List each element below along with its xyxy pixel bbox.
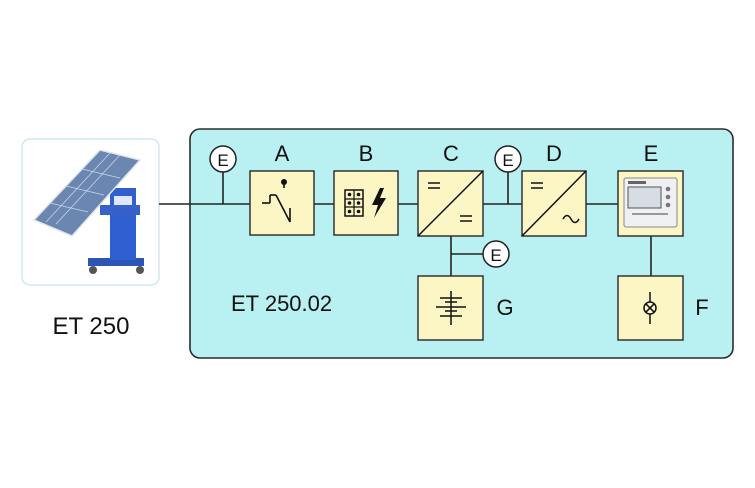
svg-text:E: E bbox=[217, 151, 228, 170]
lamp-icon bbox=[643, 292, 657, 324]
block-label-e: E bbox=[644, 141, 659, 166]
dc-dc-converter-icon bbox=[417, 170, 484, 237]
block-g bbox=[417, 275, 484, 341]
block-e bbox=[617, 170, 684, 237]
svg-text:E: E bbox=[490, 246, 501, 265]
wiring bbox=[190, 172, 652, 276]
block-d bbox=[521, 170, 587, 237]
block-label-d: D bbox=[546, 141, 562, 166]
measuring-point-1: E bbox=[209, 145, 237, 173]
block-label-c: C bbox=[443, 141, 459, 166]
block-label-g: G bbox=[496, 295, 513, 320]
dc-ac-inverter-icon bbox=[521, 170, 587, 237]
product-photo bbox=[21, 138, 160, 286]
energy-meter-icon bbox=[623, 177, 678, 228]
block-label-b: B bbox=[359, 141, 374, 166]
block-a bbox=[249, 170, 315, 236]
fuse-lightning-icon bbox=[344, 188, 386, 218]
measuring-point-3: E bbox=[482, 240, 510, 268]
measuring-point-2: E bbox=[494, 145, 522, 173]
system-name: ET 250.02 bbox=[231, 291, 332, 316]
block-b bbox=[333, 170, 399, 236]
block-f bbox=[617, 275, 684, 341]
system-panel bbox=[189, 128, 734, 359]
product-name: ET 250 bbox=[53, 313, 130, 340]
svg-text:E: E bbox=[502, 151, 513, 170]
block-c bbox=[417, 170, 484, 237]
block-label-a: A bbox=[275, 141, 290, 166]
block-label-f: F bbox=[695, 295, 708, 320]
battery-icon bbox=[436, 291, 466, 325]
